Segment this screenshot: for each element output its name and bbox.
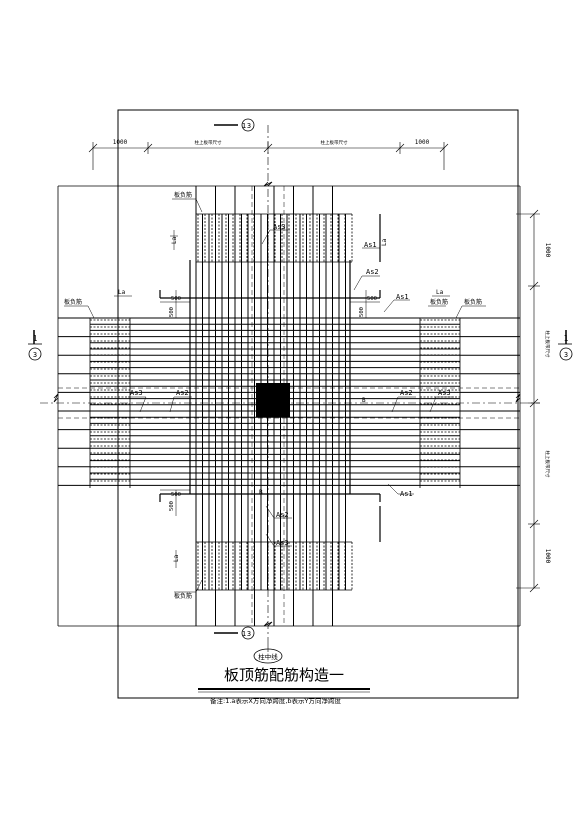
dim-right-top-1000: 1000 bbox=[544, 243, 551, 258]
svg-text:3: 3 bbox=[33, 351, 37, 359]
svg-text:柱中线: 柱中线 bbox=[258, 652, 278, 661]
dim-500-ur-b: 500 bbox=[359, 307, 365, 317]
dim-top-right-span: 柱上板带尺寸 bbox=[321, 139, 348, 146]
label-as3-bottom: As3 bbox=[276, 539, 289, 547]
column-centerline-tag: 柱中线 bbox=[253, 640, 283, 664]
label-b-center-right: B bbox=[362, 397, 366, 404]
label-as1-bottom: As1 bbox=[400, 490, 413, 498]
svg-text:3: 3 bbox=[564, 351, 568, 359]
dim-top-left-1000: 1000 bbox=[113, 139, 128, 146]
dim-top-right-1000: 1000 bbox=[415, 139, 430, 146]
label-as2-left: As2 bbox=[176, 389, 189, 397]
vertical-rebar-group bbox=[195, 186, 346, 626]
svg-text:3: 3 bbox=[247, 630, 251, 638]
dim-right-lower-span: 柱上板带尺寸 bbox=[544, 451, 551, 478]
dim-500-ll-b: 500 bbox=[169, 501, 175, 511]
label-neg-bottom: 板负筋 bbox=[174, 592, 192, 600]
label-as3-left: As3 bbox=[130, 389, 143, 397]
dim-500-ur-a: 500 bbox=[367, 296, 377, 302]
label-neg-top: 板负筋 bbox=[174, 191, 192, 199]
section-mark-bottom: 1 3 bbox=[214, 626, 255, 640]
section-mark-top: 1 3 bbox=[214, 118, 255, 132]
column bbox=[256, 383, 290, 417]
label-la-top-r: La bbox=[381, 238, 388, 246]
dim-top-left-span: 柱上板带尺寸 bbox=[195, 139, 222, 146]
svg-text:1: 1 bbox=[564, 334, 569, 343]
label-la-right: La bbox=[436, 289, 444, 296]
label-la-left: La bbox=[118, 289, 126, 296]
top-dimension bbox=[88, 142, 449, 170]
label-la-bottom: La bbox=[173, 554, 180, 562]
label-b-center-bottom: B bbox=[259, 489, 263, 496]
center-lines bbox=[40, 125, 540, 640]
slab-outline bbox=[57, 185, 521, 627]
label-as2-top: As2 bbox=[366, 268, 379, 276]
svg-text:1: 1 bbox=[33, 334, 38, 343]
dim-500-ll-a: 500 bbox=[171, 492, 181, 498]
additional-rebar-frame bbox=[159, 214, 381, 542]
label-as1-top: As1 bbox=[364, 241, 377, 249]
negative-rebar-group bbox=[89, 213, 461, 591]
svg-text:1: 1 bbox=[242, 630, 246, 638]
label-as3-top: As3 bbox=[273, 223, 286, 231]
label-as1-right-top: As1 bbox=[396, 293, 409, 301]
label-la-top: La bbox=[171, 236, 178, 244]
label-as2-bottom: As2 bbox=[276, 511, 289, 519]
dim-500-marks bbox=[160, 290, 380, 516]
dim-right-upper-span: 柱上板带尺寸 bbox=[544, 331, 551, 358]
horizontal-rebar-group bbox=[58, 317, 520, 486]
dim-500-ul-a: 500 bbox=[171, 296, 181, 302]
label-as3-right: As3 bbox=[438, 389, 451, 397]
dim-right-bottom-1000: 1000 bbox=[544, 549, 551, 564]
label-neg-right-b: 板负筋 bbox=[464, 298, 482, 306]
label-neg-left: 板负筋 bbox=[64, 298, 82, 306]
svg-text:1: 1 bbox=[242, 122, 246, 130]
svg-text:3: 3 bbox=[247, 122, 251, 130]
dim-500-ul-b: 500 bbox=[169, 307, 175, 317]
label-neg-right-a: 板负筋 bbox=[430, 298, 448, 306]
drawing-title: 板顶筋配筋构造一 bbox=[224, 666, 344, 684]
section-mark-left: 1 3 bbox=[28, 330, 42, 361]
section-mark-right: 1 3 bbox=[558, 330, 573, 361]
leader-lines bbox=[64, 198, 486, 593]
label-as2-right: As2 bbox=[400, 389, 413, 397]
right-dimension bbox=[516, 209, 540, 593]
drawing-note: 备注:1.a表示X方向净跨度,b表示Y方向净跨度 bbox=[210, 696, 341, 705]
